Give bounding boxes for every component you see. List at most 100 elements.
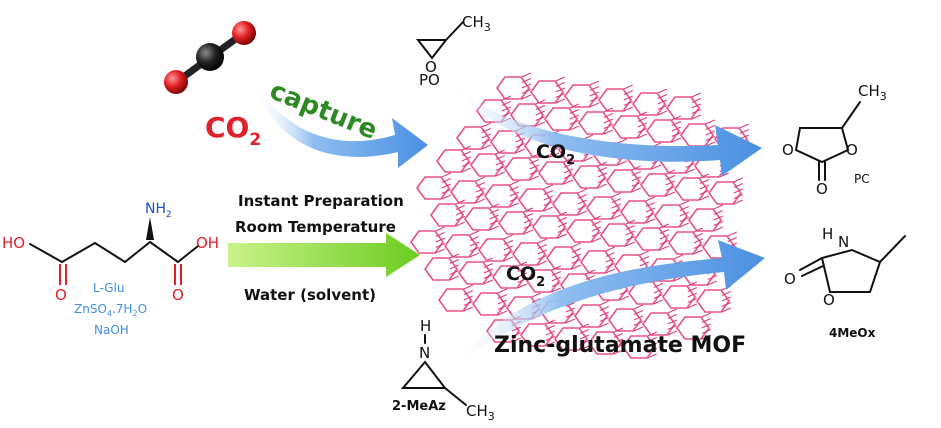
az-ch3: CH3 <box>466 402 495 423</box>
mof-linker <box>537 238 548 266</box>
po-ch3: CH3 <box>462 13 491 34</box>
mof-cell <box>456 126 490 150</box>
mof-linker <box>671 115 682 143</box>
mof-linker <box>435 226 446 254</box>
mof-linker <box>475 176 486 204</box>
mof-cell <box>424 257 458 281</box>
mof-co2-bottom: CO2 <box>506 263 545 290</box>
mof-cell <box>632 92 666 116</box>
mof-cell <box>464 207 498 231</box>
mof-linker <box>523 207 534 235</box>
mof-cell <box>620 200 654 224</box>
mof-cell <box>544 107 578 131</box>
mof-cell <box>438 288 472 312</box>
mof-linker <box>623 84 634 112</box>
oxazolidinone-structure: H N O O 4MeOx <box>784 225 906 340</box>
mof-cell <box>612 115 646 139</box>
mof-cell <box>646 119 680 143</box>
mof-linker <box>603 107 614 135</box>
az-n: N <box>419 344 430 362</box>
capture-label: capture <box>265 76 381 146</box>
mof-linker <box>571 242 582 270</box>
mof-linker <box>535 99 546 127</box>
mof-linker <box>521 72 532 100</box>
mof-linker <box>489 203 500 231</box>
mof-linker <box>591 215 602 243</box>
mof-cell <box>600 223 634 247</box>
mof-cell <box>410 230 444 254</box>
mof-linker <box>555 76 566 104</box>
mof-cell <box>498 211 532 235</box>
mof-linker <box>463 284 474 312</box>
mof-linker <box>495 149 506 177</box>
mof-cell <box>666 96 700 120</box>
mof-linker <box>727 231 738 259</box>
mof-linker <box>481 122 492 150</box>
mof-cell <box>520 323 554 347</box>
mof-linker <box>639 250 650 278</box>
mof-linker <box>599 300 610 328</box>
mof-linker <box>501 95 512 123</box>
mof-linker <box>589 80 600 108</box>
mof-linker <box>557 211 568 239</box>
az-label: 2-MeAz <box>392 399 446 414</box>
glu-ho: HO <box>2 234 25 252</box>
mof-cell <box>608 308 642 332</box>
pc-o3: O <box>816 180 828 198</box>
mof-cell <box>496 76 530 100</box>
po-o: O <box>425 58 437 76</box>
mof-cell <box>512 242 546 266</box>
mof-linker <box>579 323 590 351</box>
mof-linker <box>733 177 744 205</box>
mof-cell <box>574 304 608 328</box>
mof-linker <box>613 327 624 355</box>
capture-arrow <box>252 80 428 168</box>
mof-linker <box>503 234 514 262</box>
mof-linker <box>455 199 466 227</box>
ox-h: H <box>822 225 833 243</box>
mof-cell <box>662 285 696 309</box>
co2-molecule-icon <box>164 21 256 94</box>
reagent-zinc-sulfate: ZnSO4.7H2O <box>74 302 147 318</box>
mof-cell <box>680 123 714 147</box>
mof-linker <box>461 145 472 173</box>
mof-linker <box>645 196 656 224</box>
condition-room-temp: Room Temperature <box>235 218 396 236</box>
mof-cell <box>538 161 572 185</box>
mof-cell <box>696 289 730 313</box>
mof-cell <box>554 327 588 351</box>
mof-cell <box>654 204 688 228</box>
mof-linker <box>701 312 712 340</box>
pc-o1: O <box>782 141 794 159</box>
pc-o2: O <box>846 141 858 159</box>
mof-cell <box>552 192 586 216</box>
mof-cell <box>430 203 464 227</box>
mof-cell <box>518 188 552 212</box>
mof-cell <box>484 184 518 208</box>
mof-cell <box>642 312 676 336</box>
ox-o2: O <box>823 291 835 309</box>
mof-co2-top: CO2 <box>536 141 575 168</box>
az-h: H <box>420 317 431 335</box>
po-label: PO <box>419 71 440 89</box>
mof-cell <box>526 269 560 293</box>
arrow-to-oxazolidinone <box>452 240 765 368</box>
mof-cell <box>586 196 620 220</box>
mof-linker <box>665 169 676 197</box>
methylaziridine-structure: H N CH3 2-MeAz <box>392 317 495 423</box>
reagent-naoh: NaOH <box>94 323 129 337</box>
mof-cell <box>676 316 710 340</box>
mof-linker <box>659 223 670 251</box>
mof-cell <box>436 149 470 173</box>
ox-o1: O <box>784 270 796 288</box>
ox-n: N <box>838 233 849 251</box>
mof-cell <box>416 176 450 200</box>
co2-label: CO2 <box>205 111 261 150</box>
mof-cell <box>564 84 598 108</box>
mof-linker <box>637 111 648 139</box>
mof-linker <box>605 246 616 274</box>
mof-linker <box>691 92 702 120</box>
mof-cell <box>476 99 510 123</box>
mof-linker <box>517 261 528 289</box>
mof-cell <box>708 181 742 205</box>
